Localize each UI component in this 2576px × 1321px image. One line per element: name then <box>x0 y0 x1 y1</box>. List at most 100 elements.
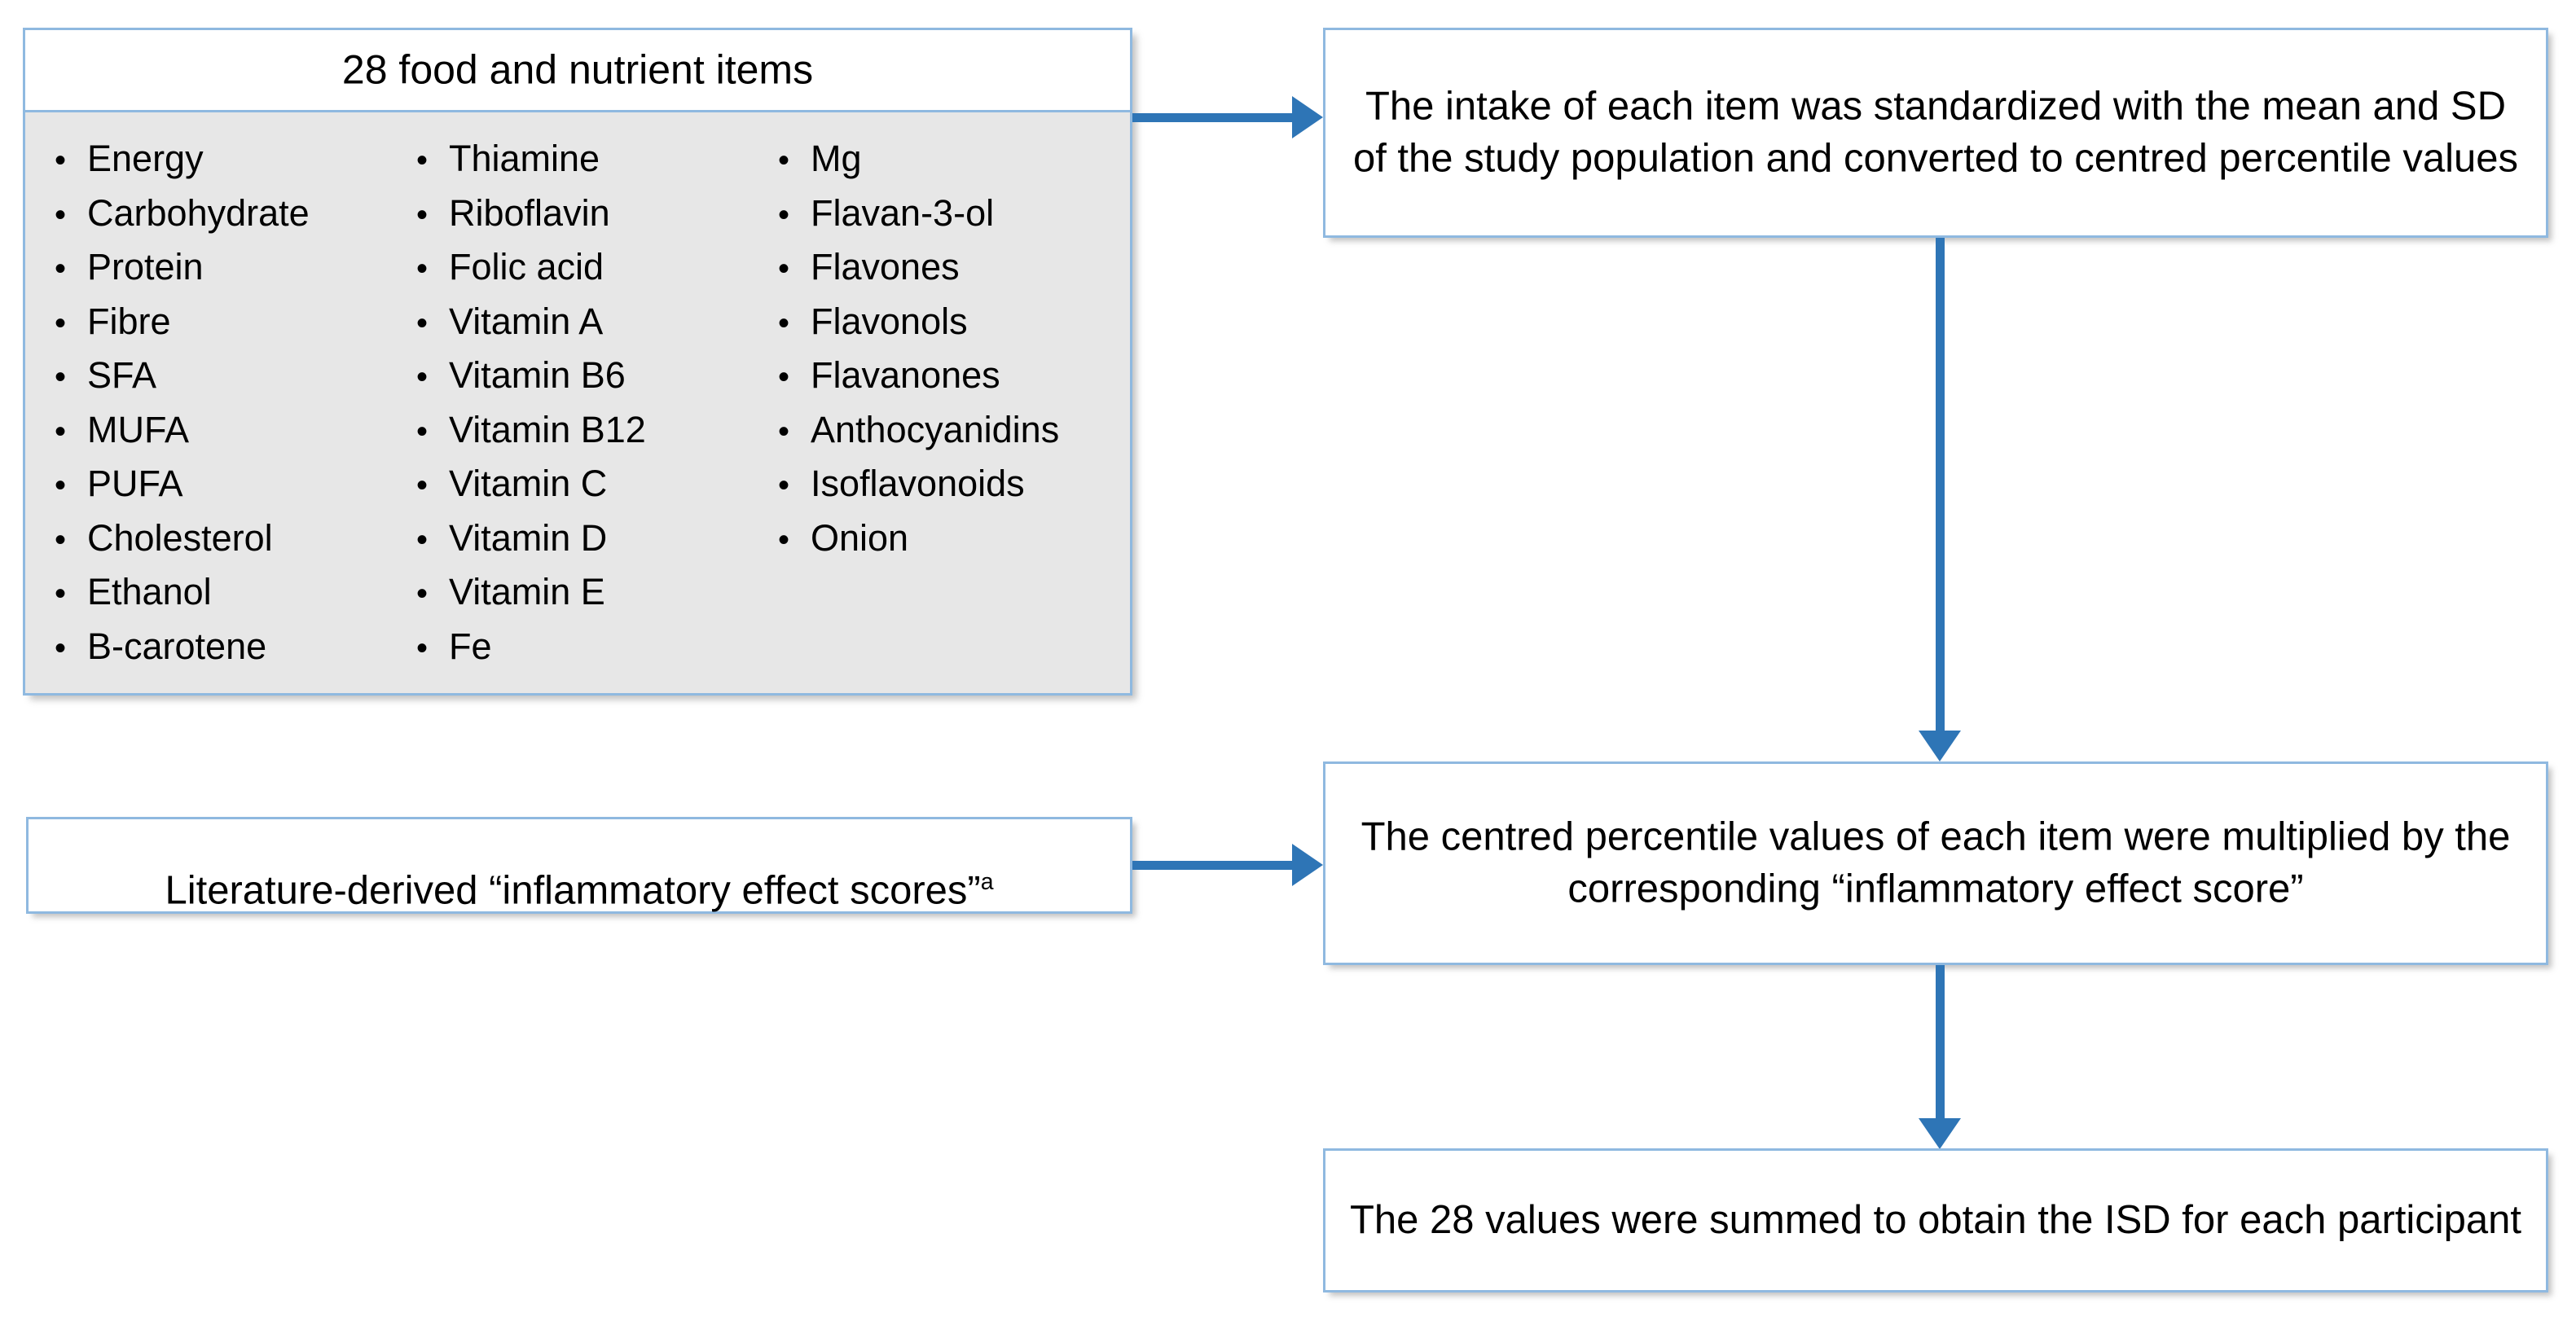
list-item: • Ethanol <box>55 565 387 620</box>
items-title-box: 28 food and nutrient items <box>23 28 1132 112</box>
food-and-nutrient-items-panel: 28 food and nutrient items • Energy • Ca… <box>23 28 1132 696</box>
list-item: • Fe <box>416 620 749 674</box>
multiply-step-text: The centred percentile values of each it… <box>1361 814 2511 911</box>
sum-step-text: The 28 values were summed to obtain the … <box>1349 1197 2522 1242</box>
arrow-items-to-standardize-head <box>1292 96 1323 138</box>
bullet-icon: • <box>55 359 67 395</box>
bullet-icon: • <box>416 521 429 558</box>
scores-text-main: Literature-derived “inflammatory effect … <box>165 868 981 913</box>
list-item: • Vitamin B12 <box>416 403 749 458</box>
bullet-icon: • <box>778 359 790 395</box>
bullet-icon: • <box>55 576 67 612</box>
bullet-icon: • <box>55 305 67 341</box>
list-item: • Riboflavin <box>416 187 749 241</box>
bullet-icon: • <box>55 467 67 503</box>
list-item: • Onion <box>778 511 1132 566</box>
list-item-label: Flavanones <box>811 354 1000 396</box>
bullet-icon: • <box>416 251 429 287</box>
arrow-multiply-to-sum-head <box>1919 1118 1961 1149</box>
bullet-icon: • <box>778 467 790 503</box>
items-list-box: • Energy • Carbohydrate • Protein • Fibr… <box>23 112 1132 696</box>
list-item-label: Vitamin B12 <box>449 408 646 450</box>
bullet-icon: • <box>55 413 67 450</box>
list-item-label: Flavonols <box>811 300 968 342</box>
list-item-label: Flavones <box>811 246 960 287</box>
arrow-items-to-standardize-line <box>1132 113 1292 122</box>
bullet-icon: • <box>778 251 790 287</box>
list-item-label: Protein <box>87 246 204 287</box>
bullet-icon: • <box>55 196 67 233</box>
list-item-label: Energy <box>87 138 204 179</box>
list-item-label: Flavan-3-ol <box>811 191 995 234</box>
bullet-icon: • <box>778 521 790 558</box>
list-item: • Folic acid <box>416 240 749 295</box>
list-item: • Vitamin E <box>416 565 749 620</box>
list-item: • Flavan-3-ol <box>778 187 1132 241</box>
list-item: • Vitamin D <box>416 511 749 566</box>
bullet-icon: • <box>416 143 429 178</box>
list-item-label: SFA <box>87 354 157 396</box>
list-item-label: Mg <box>811 138 862 179</box>
standardize-step-text: The intake of each item was standardized… <box>1352 84 2519 180</box>
list-item-label: Ethanol <box>87 571 212 612</box>
list-item: • Vitamin B6 <box>416 349 749 403</box>
list-item: • Flavanones <box>778 349 1132 403</box>
bullet-icon: • <box>55 251 67 287</box>
bullet-icon: • <box>416 467 429 503</box>
list-item: • SFA <box>55 349 387 403</box>
list-item: • Mg <box>778 132 1132 187</box>
scores-footnote-marker: a <box>980 869 994 896</box>
list-item-label: Vitamin E <box>449 571 605 612</box>
list-item-label: Folic acid <box>449 246 604 287</box>
list-item-label: Cholesterol <box>87 516 273 559</box>
list-item-label: Isoflavonoids <box>811 463 1025 504</box>
inflammatory-effect-scores-box: Literature-derived “inflammatory effect … <box>26 817 1132 914</box>
bullet-icon: • <box>778 305 790 341</box>
page-title: 28 food and nutrient items <box>341 46 814 93</box>
list-item: • Protein <box>55 240 387 295</box>
list-item: • Flavones <box>778 240 1132 295</box>
list-item: • Thiamine <box>416 132 749 187</box>
list-item: • PUFA <box>55 457 387 511</box>
list-item: • Vitamin A <box>416 295 749 349</box>
arrow-multiply-to-sum-line <box>1936 965 1945 1120</box>
items-column-1: • Energy • Carbohydrate • Protein • Fibr… <box>25 132 387 693</box>
multiply-step-box: The centred percentile values of each it… <box>1323 761 2548 965</box>
bullet-icon: • <box>416 630 429 666</box>
list-item: • Carbohydrate <box>55 187 387 241</box>
list-item-label: Vitamin C <box>449 463 608 504</box>
list-item-label: Onion <box>811 516 909 559</box>
bullet-icon: • <box>416 305 429 341</box>
list-item-label: B-carotene <box>87 625 267 667</box>
bullet-icon: • <box>416 196 429 233</box>
list-item: • MUFA <box>55 403 387 458</box>
list-item-label: Vitamin A <box>449 300 604 342</box>
arrow-standardize-to-multiply-head <box>1919 731 1961 761</box>
items-column-2: • Thiamine • Riboflavin • Folic acid • V… <box>387 132 749 693</box>
list-item: • Isoflavonoids <box>778 457 1132 511</box>
list-item-label: MUFA <box>87 408 190 450</box>
bullet-icon: • <box>778 143 790 178</box>
standardize-step-box: The intake of each item was standardized… <box>1323 28 2548 238</box>
list-item-label: Vitamin B6 <box>449 354 626 396</box>
list-item: • Fibre <box>55 295 387 349</box>
list-item-label: Vitamin D <box>449 516 608 559</box>
list-item-label: Anthocyanidins <box>811 408 1060 450</box>
list-item: • Anthocyanidins <box>778 403 1132 458</box>
list-item-label: PUFA <box>87 463 183 504</box>
list-item: • Cholesterol <box>55 511 387 566</box>
bullet-icon: • <box>55 630 67 666</box>
arrow-scores-to-multiply-head <box>1292 844 1323 886</box>
arrow-scores-to-multiply-line <box>1132 861 1292 870</box>
bullet-icon: • <box>55 143 67 178</box>
bullet-icon: • <box>416 413 429 450</box>
list-item: • Flavonols <box>778 295 1132 349</box>
list-item: • Energy <box>55 132 387 187</box>
bullet-icon: • <box>55 521 67 558</box>
list-item: • Vitamin C <box>416 457 749 511</box>
list-item: • B-carotene <box>55 620 387 674</box>
arrow-standardize-to-multiply-line <box>1936 238 1945 732</box>
bullet-icon: • <box>416 576 429 612</box>
sum-step-box: The 28 values were summed to obtain the … <box>1323 1148 2548 1292</box>
